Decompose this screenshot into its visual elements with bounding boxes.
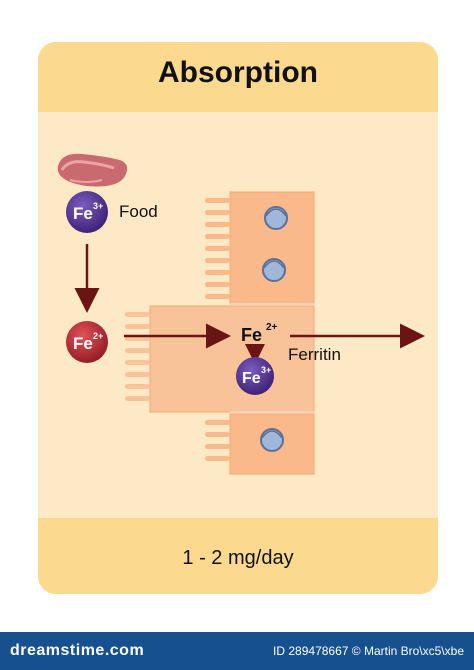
enterocyte-middle xyxy=(149,305,315,413)
fe-symbol: Fe xyxy=(73,334,93,353)
image-credit: ID 289478667 © Martin Bro\xc5\xbe xyxy=(273,644,464,658)
charge-2-plus: 2+ xyxy=(266,322,278,333)
fe2-ion: Fe 2+ xyxy=(66,321,108,363)
absorption-rate: 1 - 2 mg/day xyxy=(182,547,294,569)
fe-symbol: Fe xyxy=(73,204,93,223)
diagram-title: Absorption xyxy=(158,56,318,89)
ferritin-label: Ferritin xyxy=(288,345,341,364)
intestinal-cells xyxy=(125,191,315,475)
charge-3-plus: 3+ xyxy=(93,201,103,211)
nucleus xyxy=(262,258,286,282)
nucleus xyxy=(264,206,288,230)
rate-band xyxy=(38,518,438,594)
brand-logo[interactable]: dreamstime.com xyxy=(10,642,145,659)
charge-2-plus: 2+ xyxy=(93,331,103,341)
meat-icon xyxy=(57,153,128,187)
fe3-ion-food: Fe 3+ xyxy=(66,191,108,233)
fe2-intracellular: Fe xyxy=(241,325,262,345)
nucleus xyxy=(260,428,284,452)
charge-3-plus: 3+ xyxy=(261,365,271,375)
absorption-card: Absorption 1 - 2 mg/day xyxy=(38,42,438,594)
fe3-ion-ferritin: Fe 3+ xyxy=(236,357,274,395)
title-band xyxy=(38,42,438,112)
fe-symbol: Fe xyxy=(242,370,261,387)
footer-bar: dreamstime.com ID 289478667 © Martin Bro… xyxy=(0,632,474,670)
food-label: Food xyxy=(119,202,158,221)
